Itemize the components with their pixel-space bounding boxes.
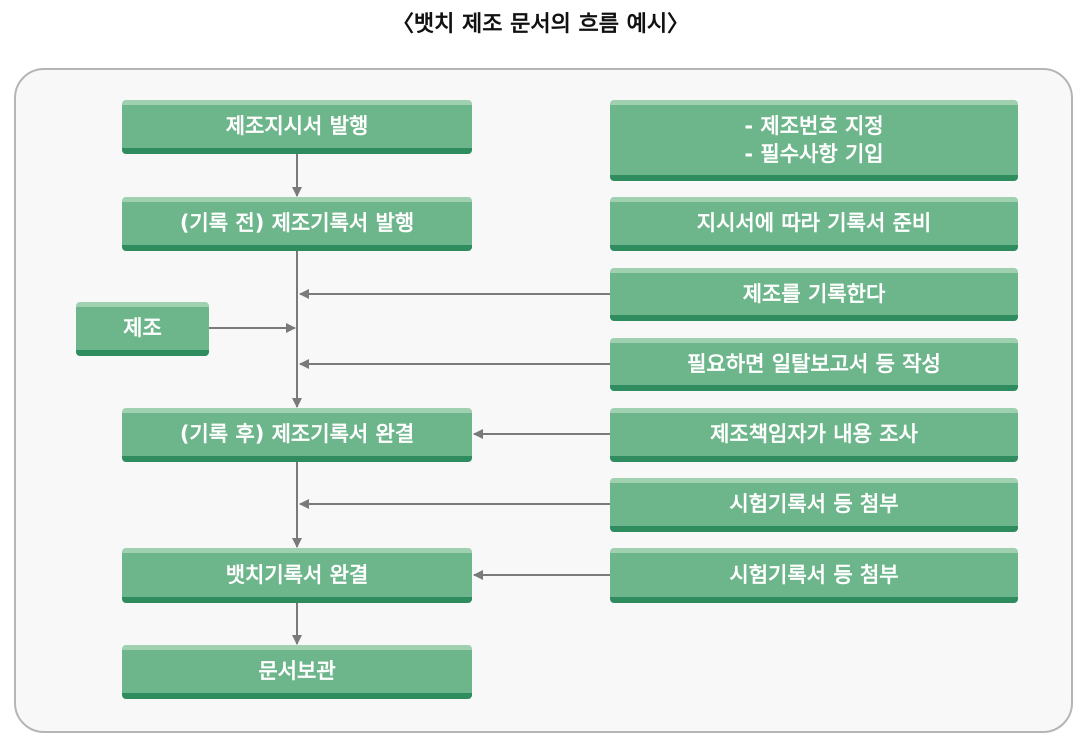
diagram-title: 〈뱃치 제조 문서의 흐름 예시〉 [391, 12, 690, 37]
note-attach-1: 시험기록서 등 첨부 [610, 478, 1018, 532]
note-attach-2: 시험기록서 등 첨부 [610, 548, 1018, 603]
note-deviation: 필요하면 일탈보고서 등 작성 [610, 338, 1018, 391]
note-lot-number: - 제조번호 지정 - 필수사항 기입 [610, 100, 1018, 181]
note-prepare: 지시서에 따라 기록서 준비 [610, 197, 1018, 251]
step-complete-record: (기록 후) 제조기록서 완결 [122, 408, 472, 462]
note-review: 제조책임자가 내용 조사 [610, 408, 1018, 462]
note-record: 제조를 기록한다 [610, 268, 1018, 321]
step-issue-record: (기록 전) 제조기록서 발행 [122, 197, 472, 251]
side-input-manufacture: 제조 [76, 302, 209, 356]
step-archive: 문서보관 [122, 645, 472, 699]
step-issue-order: 제조지시서 발행 [122, 100, 472, 154]
step-complete-batch: 뱃치기록서 완결 [122, 548, 472, 603]
